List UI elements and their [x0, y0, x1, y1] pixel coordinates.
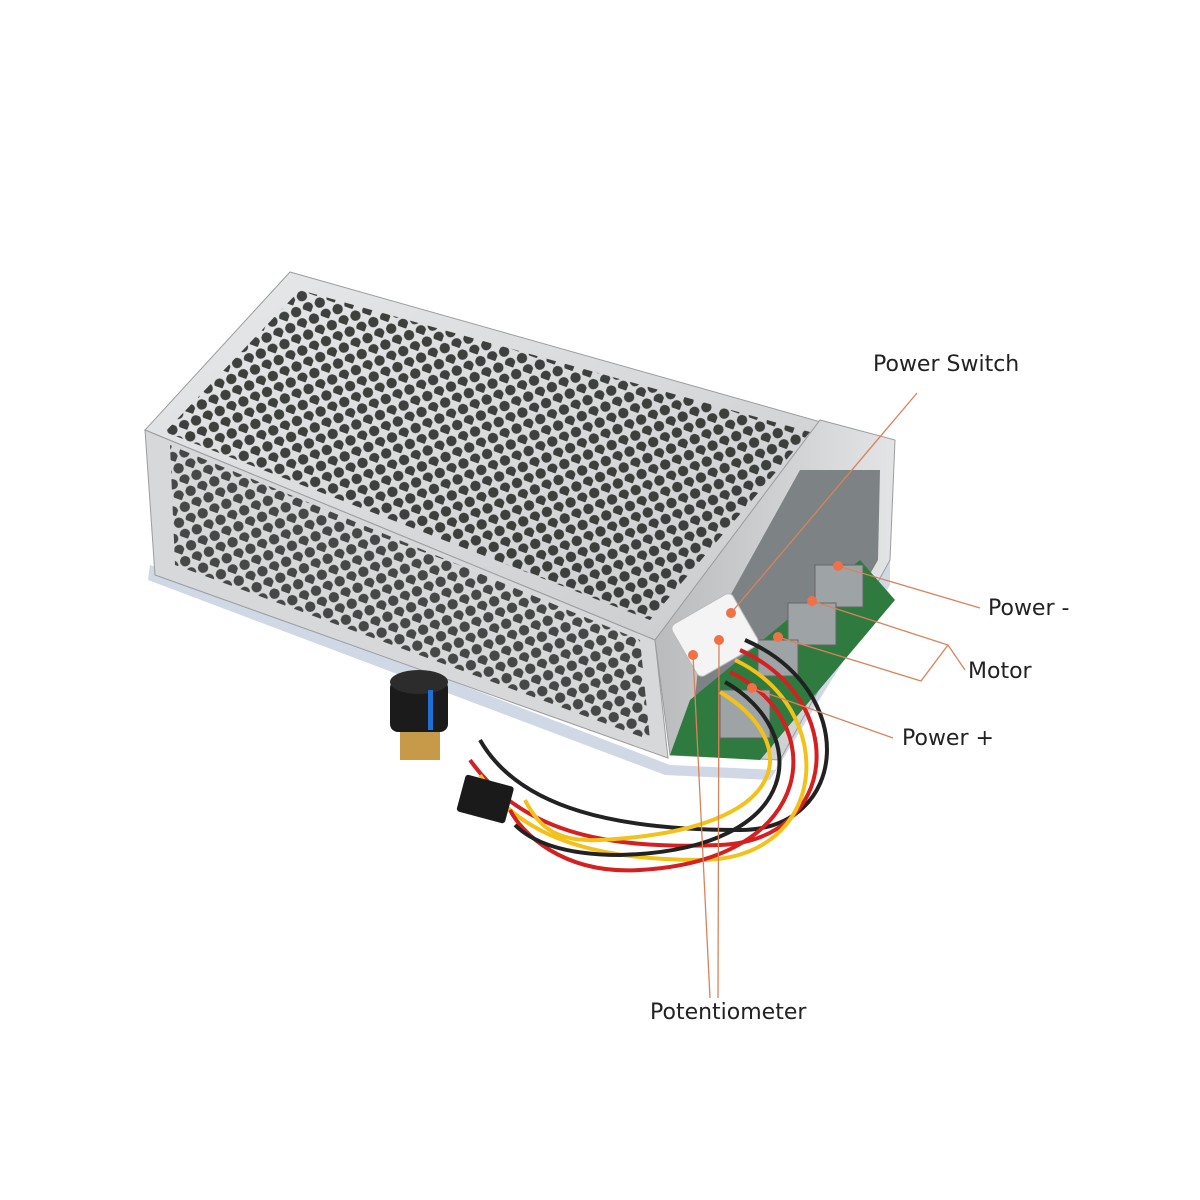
leader-power-plus	[751, 687, 894, 739]
leader-power-minus	[837, 565, 981, 609]
potentiometer-knob	[390, 670, 448, 760]
enclosure	[144, 271, 896, 780]
leader-potentiometer-b	[717, 639, 720, 999]
front-holes	[170, 445, 650, 740]
label-power-plus: Power +	[902, 726, 994, 751]
label-power-minus: Power -	[988, 596, 1070, 621]
label-potentiometer: Potentiometer	[650, 1000, 807, 1025]
label-power-switch: Power Switch	[873, 352, 1020, 377]
label-motor: Motor	[968, 659, 1032, 684]
marker-dots	[688, 561, 843, 693]
wires	[468, 638, 829, 873]
top-holes	[165, 290, 810, 620]
terminal-motor-1	[787, 602, 837, 646]
rocker-switch	[456, 774, 514, 824]
leader-potentiometer-a	[692, 654, 711, 999]
leader-lines	[692, 392, 981, 999]
leader-power-switch	[730, 392, 918, 614]
